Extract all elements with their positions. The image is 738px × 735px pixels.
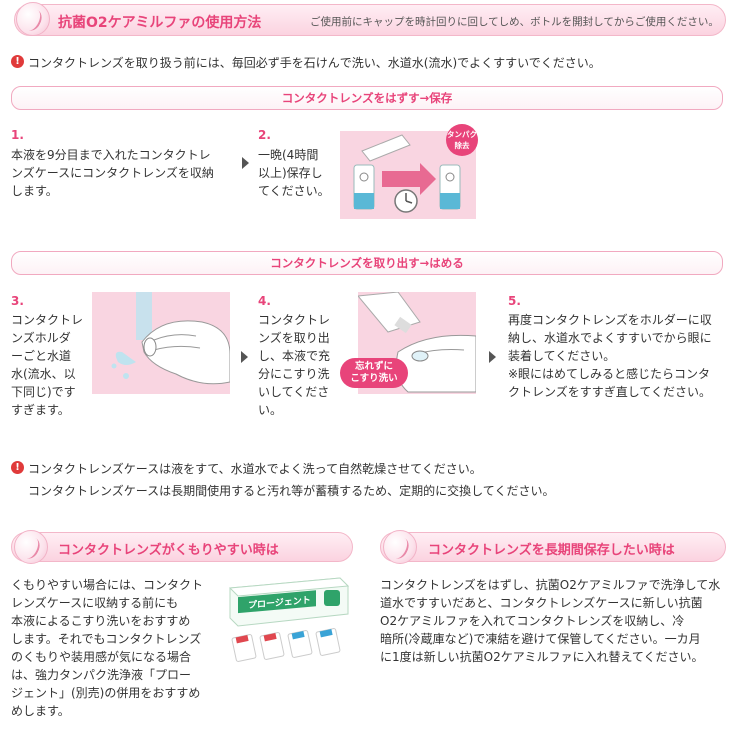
step-2-text: 一晩(4時間 以上)保存し てください。: [258, 148, 330, 198]
step-3-text: コンタクトレ ンズホルダ ーごと水道 水(流水、以 下同じ)です すぎます。: [11, 313, 84, 417]
step-5-text: 再度コンタクトレンズをホルダーに収 納し、水道水でよくすすいでから眼に 装着して…: [508, 313, 712, 399]
step-3-illustration: [92, 292, 230, 394]
rub-lens-icon: [358, 292, 476, 393]
hand-wash-warning: コンタクトレンズを取り扱う前には、毎回必ず手を石けんで洗い、水道水(流水)でよく…: [28, 56, 601, 70]
cloudy-lens-title: コンタクトレンズがくもりやすい時は: [58, 543, 279, 558]
cloudy-lens-text: くもりやすい場合には、コンタクト レンズケースに収納する前にも 本液によるこすり…: [11, 578, 204, 718]
progent-product-image: プロージェント: [228, 574, 350, 670]
case-care-warning-2: コンタクトレンズケースは長期間使用すると汚れ等が蓄積するため、定期的に交換してく…: [28, 484, 555, 498]
arrow-right-icon: [241, 351, 248, 363]
progent-box-icon: プロージェント: [228, 577, 350, 662]
lens-case-storage-icon: [353, 134, 461, 213]
arrow-right-icon: [242, 157, 249, 169]
section-bar-insert: コンタクトレンズを取り出す→はめる: [11, 251, 723, 275]
arrow-right-icon: [489, 351, 496, 363]
step-4-number: 4.: [258, 294, 271, 308]
rinse-holder-icon: [111, 292, 230, 385]
case-care-warning-1: コンタクトレンズケースは液をすて、水道水でよく洗って自然乾燥させてください。: [28, 462, 482, 476]
leaf-icon: [383, 530, 417, 564]
step-4-text: コンタクトレ ンズを取り出 し、本液で充 分にこすり洗 いしてくださ い。: [258, 313, 331, 417]
cloudy-lens-header: [11, 532, 353, 562]
warning-icon: !: [11, 55, 24, 68]
step-2-number: 2.: [258, 128, 271, 142]
usage-note: ご使用前にキャップを時計回りに回してしめ、ボトルを開封してからご使用ください。: [310, 16, 719, 28]
usage-title: 抗菌O2ケアミルファの使用方法: [58, 15, 262, 31]
step-5-number: 5.: [508, 294, 521, 308]
long-storage-header: [380, 532, 726, 562]
step-3-number: 3.: [11, 294, 24, 308]
warning-icon: !: [11, 461, 24, 474]
long-storage-text: コンタクトレンズをはずし、抗菌O2ケアミルファで洗浄して水 道水ですすいだあと、…: [380, 578, 721, 664]
usage-header: [14, 4, 726, 36]
step-1-text: 本液を9分目まで入れたコンタクトレ ンズケースにコンタクトレンズを収納 します。: [11, 148, 214, 198]
remember-rub-badge: 忘れずに こすり洗い: [340, 358, 408, 388]
long-storage-title: コンタクトレンズを長期間保存したい時は: [428, 543, 675, 558]
step-1-number: 1.: [11, 128, 24, 142]
section-bar-remove: コンタクトレンズをはずす→保存: [11, 86, 723, 110]
leaf-icon: [16, 2, 50, 36]
step-2-illustration: [340, 131, 476, 219]
protein-removal-badge: タンパク 除去: [446, 124, 478, 156]
leaf-icon: [14, 530, 48, 564]
